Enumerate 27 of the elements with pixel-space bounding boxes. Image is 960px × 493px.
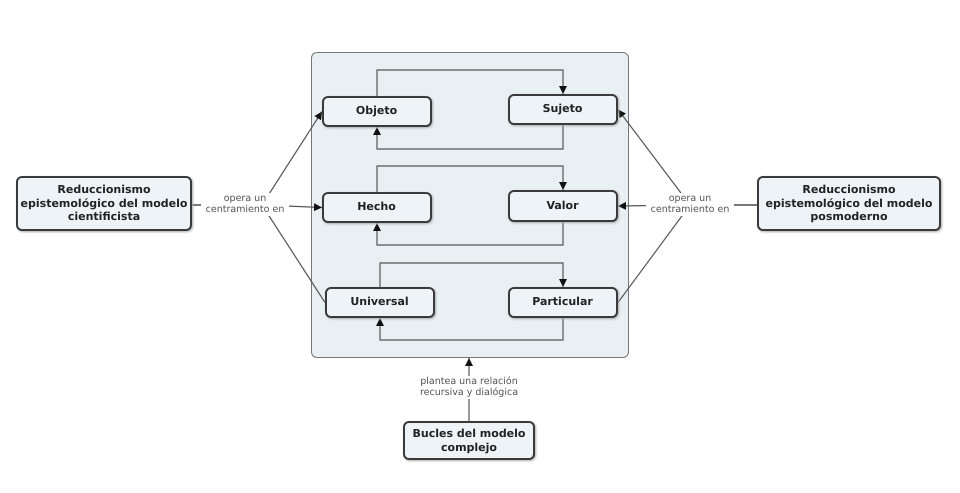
concept-box <box>324 286 434 318</box>
group-panel <box>311 52 629 358</box>
connector-arrow <box>373 222 564 246</box>
concept-box <box>508 286 618 318</box>
concept-label: Particular <box>532 295 593 309</box>
connector-arrow <box>376 165 567 192</box>
concept-label: Bucles del modelo complejo <box>412 426 526 454</box>
edge-label: opera un centramiento en <box>201 193 289 216</box>
concept-label: Reduccionismo epistemológico del modelo cientificista <box>20 182 188 224</box>
connector-arrow <box>376 69 567 96</box>
concept-label: Sujeto <box>542 102 582 116</box>
concept-label: Reduccionismo epistemológico del modelo posmoderno <box>764 182 934 224</box>
concept-box <box>16 176 192 231</box>
concept-label: Hecho <box>357 200 396 214</box>
concept-box <box>508 190 618 222</box>
concept-box <box>322 96 432 126</box>
connector-arrow <box>373 125 564 150</box>
concept-label: Valor <box>546 198 579 212</box>
concept-label: Objeto <box>356 104 398 118</box>
concept-box <box>757 176 941 231</box>
concept-label: Universal <box>350 295 409 309</box>
connector-arrow <box>376 318 564 341</box>
concept-box <box>508 94 618 124</box>
concept-box <box>403 421 535 460</box>
edge-label: opera un centramiento en <box>646 193 734 216</box>
concept-box <box>322 192 432 222</box>
connector-arrow <box>379 262 567 287</box>
